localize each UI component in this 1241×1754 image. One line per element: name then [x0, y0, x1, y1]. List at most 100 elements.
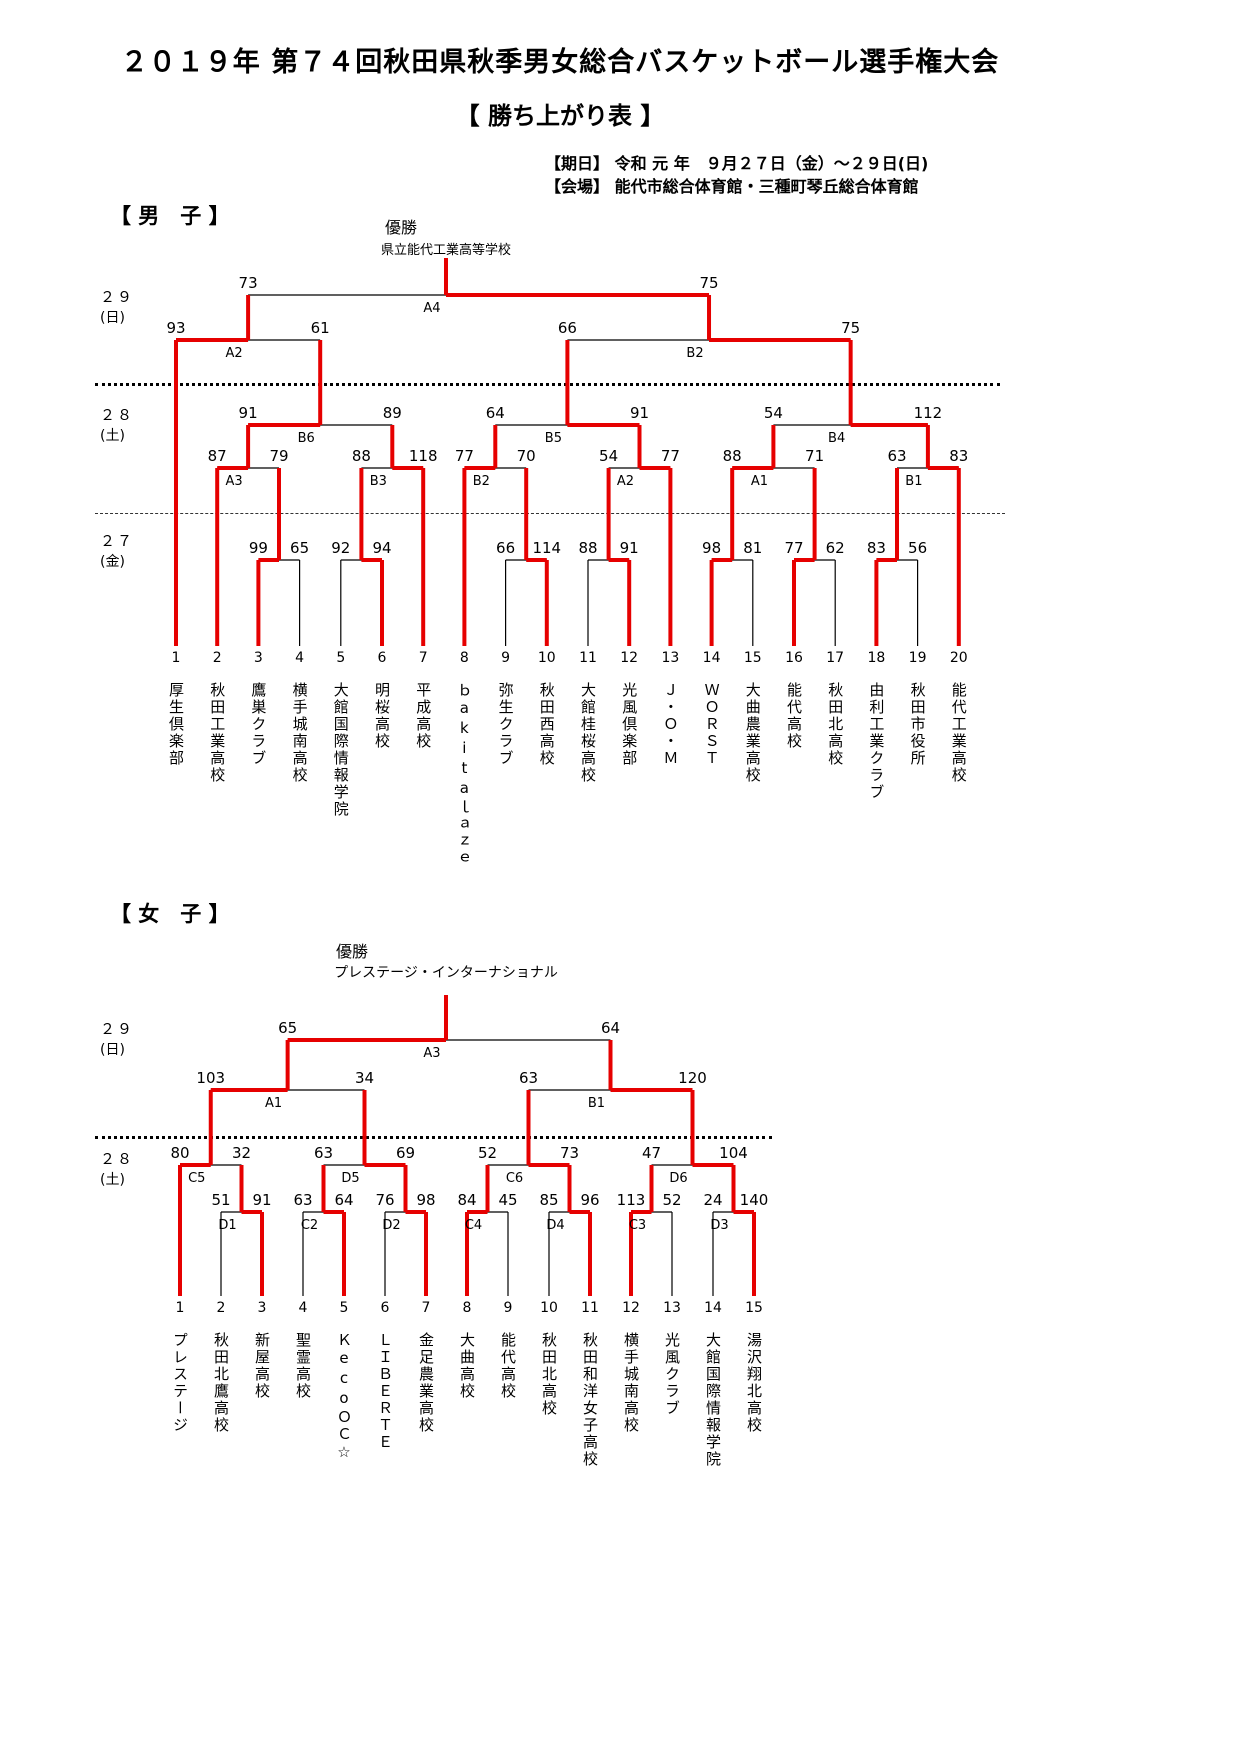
game-label: B1 [905, 474, 922, 489]
score-right: 56 [908, 539, 927, 557]
score-right: 104 [719, 1144, 748, 1162]
game-label: D2 [382, 1218, 400, 1233]
game-label: A1 [751, 474, 768, 489]
game-label: A3 [423, 1046, 440, 1061]
game-label: B6 [298, 431, 315, 446]
team-number: 13 [663, 1300, 681, 1316]
team-number: 1 [171, 650, 181, 666]
day-date: ２８ [100, 1150, 135, 1168]
score-right: 83 [949, 447, 968, 465]
score-left: 98 [702, 539, 721, 557]
game-label: A3 [226, 474, 243, 489]
score-right: 114 [532, 539, 561, 557]
score-right: 89 [383, 404, 402, 422]
score-left: 88 [578, 539, 597, 557]
game-label: C2 [301, 1218, 318, 1233]
game-label: A4 [423, 301, 440, 316]
score-left: 52 [478, 1144, 497, 1162]
score-right: 32 [232, 1144, 251, 1162]
team-name: 光風倶楽部 [620, 682, 639, 767]
team-name: 光風クラブ [663, 1332, 681, 1417]
team-name: 秋田西高校 [537, 682, 556, 767]
team-name: 横手城南高校 [622, 1332, 640, 1434]
score-right: 34 [355, 1069, 374, 1087]
score-right: 112 [914, 404, 943, 422]
team-name: 平成高校 [414, 682, 433, 750]
team-number: 19 [908, 650, 927, 666]
team-name: 厚生倶楽部 [167, 682, 185, 767]
score-right: 91 [630, 404, 649, 422]
team-name: ｂakitaｌａｚｅ [455, 682, 474, 867]
team-number: 8 [462, 1300, 472, 1316]
score-right: 45 [498, 1191, 517, 1209]
team-number: 1 [175, 1300, 185, 1316]
team-number: 5 [336, 650, 346, 666]
team-name: ＷＯＲＳＴ [702, 682, 721, 767]
team-name: 大館桂桜高校 [579, 682, 597, 784]
women-champion-name: プレステージ・インターナショナル [334, 965, 558, 981]
team-name: 弥生クラブ [496, 682, 515, 767]
team-number: 11 [579, 650, 597, 666]
game-label: A2 [226, 346, 243, 361]
score-right: 75 [841, 319, 860, 337]
team-number: 12 [620, 650, 639, 666]
game-label: B2 [686, 346, 703, 361]
score-left: 65 [278, 1019, 297, 1037]
game-label: C6 [506, 1171, 523, 1186]
team-number: 2 [212, 650, 222, 666]
team-number: 20 [949, 650, 968, 666]
team-name: 秋田北鷹高校 [212, 1332, 230, 1434]
team-name: 秋田北高校 [826, 682, 845, 767]
score-left: 87 [208, 447, 227, 465]
team-name: 大曲農業高校 [743, 682, 762, 784]
team-number: 7 [418, 650, 428, 666]
team-name: ＫecoＯＣ☆ [335, 1332, 353, 1463]
event-date: 【期日】 令和 元 年 ９月２７日（金）～２９日(日) [545, 154, 929, 173]
team-number: 6 [377, 650, 387, 666]
score-left: 93 [166, 319, 185, 337]
score-left: 91 [239, 404, 258, 422]
score-right: 120 [678, 1069, 707, 1087]
day-date: ２９ [100, 1020, 135, 1038]
team-name: 能代高校 [785, 682, 803, 750]
team-name: 新屋高校 [253, 1332, 271, 1400]
game-label: A1 [265, 1096, 282, 1111]
score-right: 140 [740, 1191, 769, 1209]
team-name: Ｊ・Ｏ・Ｍ [661, 682, 680, 767]
score-left: 47 [642, 1144, 661, 1162]
day-date: ２７ [100, 532, 135, 550]
team-name: 秋田工業高校 [208, 682, 227, 784]
score-left: 113 [617, 1191, 646, 1209]
game-label: A2 [617, 474, 634, 489]
score-right: 71 [805, 447, 824, 465]
team-name: 湯沢翔北高校 [745, 1332, 763, 1434]
score-right: 77 [661, 447, 680, 465]
team-name: 金足農業高校 [417, 1332, 435, 1434]
score-right: 79 [269, 447, 288, 465]
team-name: 由利工業クラブ [867, 682, 886, 801]
score-left: 92 [331, 539, 350, 557]
score-left: 51 [211, 1191, 230, 1209]
score-right: 81 [743, 539, 762, 557]
score-right: 62 [826, 539, 845, 557]
team-number: 14 [702, 650, 721, 666]
game-label: C5 [188, 1171, 205, 1186]
day-weekday: (金) [100, 554, 125, 570]
score-left: 80 [170, 1144, 189, 1162]
team-name: 横手城南高校 [290, 682, 309, 784]
team-number: 5 [339, 1300, 349, 1316]
team-name: 大館国際情報学院 [704, 1332, 722, 1468]
men-day-label-28: ２８ (土) [100, 404, 148, 445]
team-name: 大曲高校 [458, 1332, 476, 1400]
score-right: 65 [290, 539, 309, 557]
team-number: 4 [298, 1300, 308, 1316]
team-name: 聖霊高校 [294, 1332, 312, 1400]
score-left: 24 [703, 1191, 722, 1209]
score-right: 73 [560, 1144, 579, 1162]
game-label: D1 [218, 1218, 236, 1233]
team-name: 能代高校 [499, 1332, 517, 1400]
score-right: 52 [662, 1191, 681, 1209]
score-right: 98 [416, 1191, 435, 1209]
women-champion-caption: 優勝 [336, 942, 369, 961]
